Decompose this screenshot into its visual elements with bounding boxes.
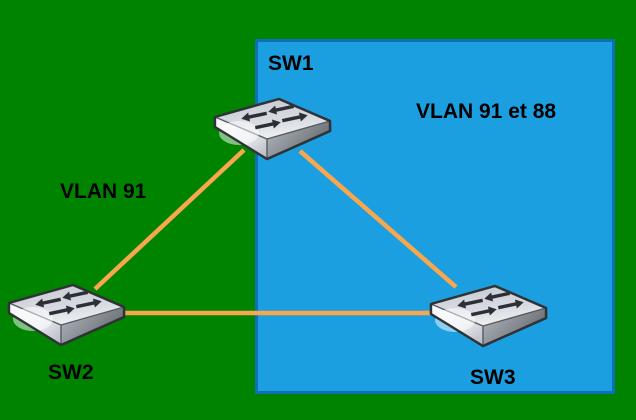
- vlan-zone-rect: [255, 39, 615, 394]
- node-label-sw1: SW1: [268, 52, 314, 75]
- switch-sw3[interactable]: [429, 284, 548, 346]
- switch-sw1[interactable]: [213, 97, 332, 159]
- link-sw1-sw2[interactable]: [93, 148, 246, 291]
- switch-icon: [431, 286, 546, 346]
- node-label-sw3: SW3: [470, 366, 516, 389]
- vlan-zone-label: VLAN 91 et 88: [416, 100, 557, 123]
- switch-icon: [215, 99, 330, 159]
- link-sw1-sw3[interactable]: [298, 149, 458, 289]
- link-label-vlan91: VLAN 91: [60, 180, 147, 203]
- node-label-sw2: SW2: [48, 361, 94, 384]
- switch-icon: [9, 285, 124, 345]
- switch-sw2[interactable]: [7, 283, 126, 345]
